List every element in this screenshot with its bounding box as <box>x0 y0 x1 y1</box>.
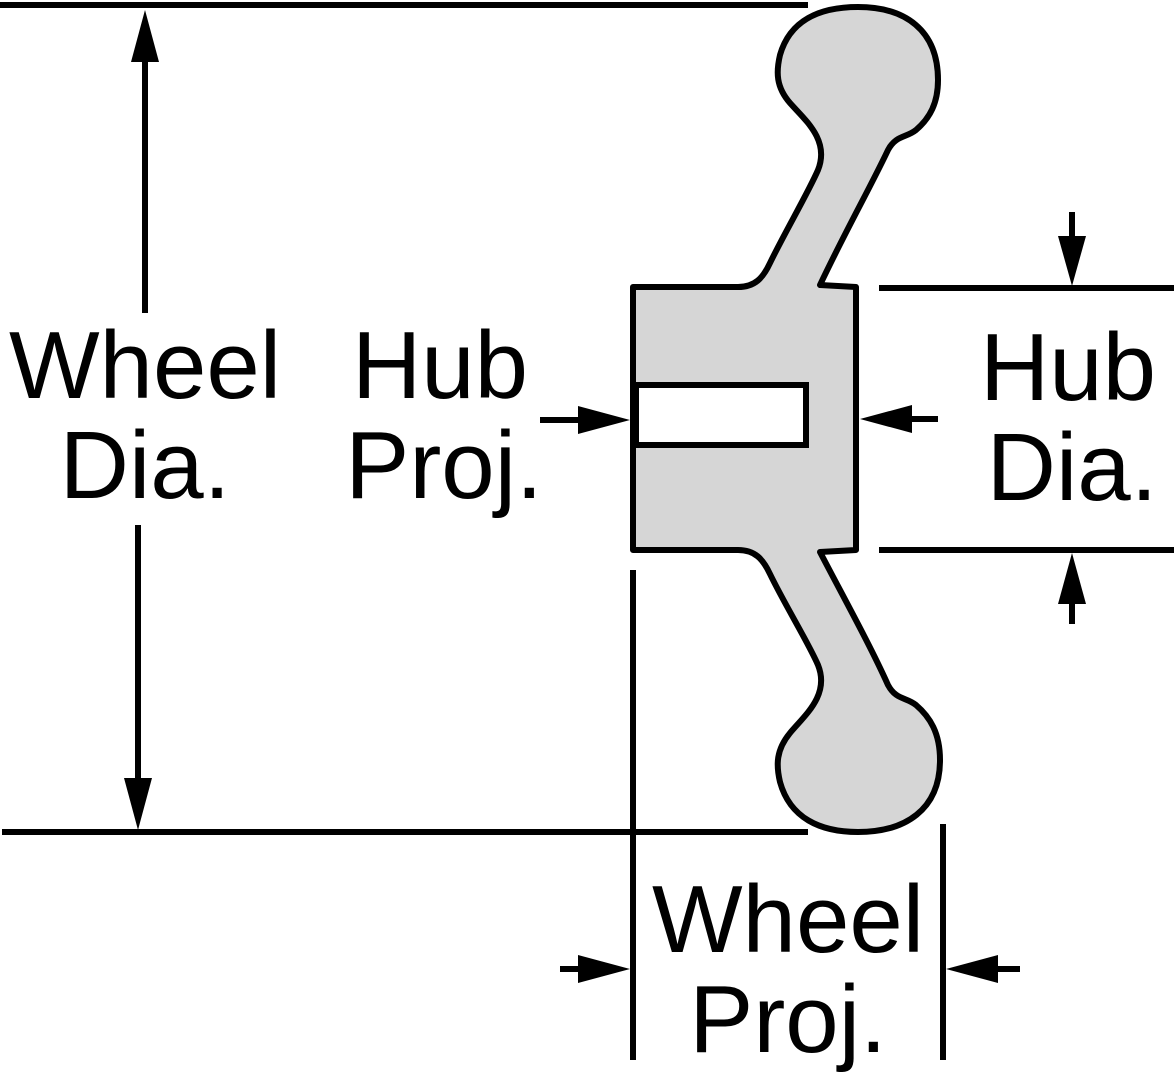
hub-bore <box>633 382 809 448</box>
wheel-dia-arrow-up-icon <box>131 10 159 62</box>
hub-proj-label-line1: Hub <box>352 312 528 419</box>
wheel-proj-label-line2: Proj. <box>689 966 886 1073</box>
hub-dia-arrow-up-icon <box>1058 553 1086 604</box>
wheel-proj-arrow-right-icon <box>578 955 630 983</box>
hub-proj-label-line2: Proj. <box>345 412 542 519</box>
hub-dia-arrow-down-icon <box>1058 236 1086 286</box>
hub-dia-label-line1: Hub <box>980 314 1156 421</box>
hub-dia-label-line2: Dia. <box>987 414 1158 521</box>
wheel-dia-label-line2: Dia. <box>60 412 231 519</box>
hub-dia-side-arrow-left-icon <box>860 405 912 433</box>
wheel-proj-label-line1: Wheel <box>652 866 924 973</box>
wheel-proj-arrow-left-icon <box>946 955 998 983</box>
wheel-dia-arrow-down-icon <box>124 778 152 830</box>
hub-proj-arrow-right-icon <box>578 406 630 434</box>
wheel-dia-label-line1: Wheel <box>9 312 281 419</box>
